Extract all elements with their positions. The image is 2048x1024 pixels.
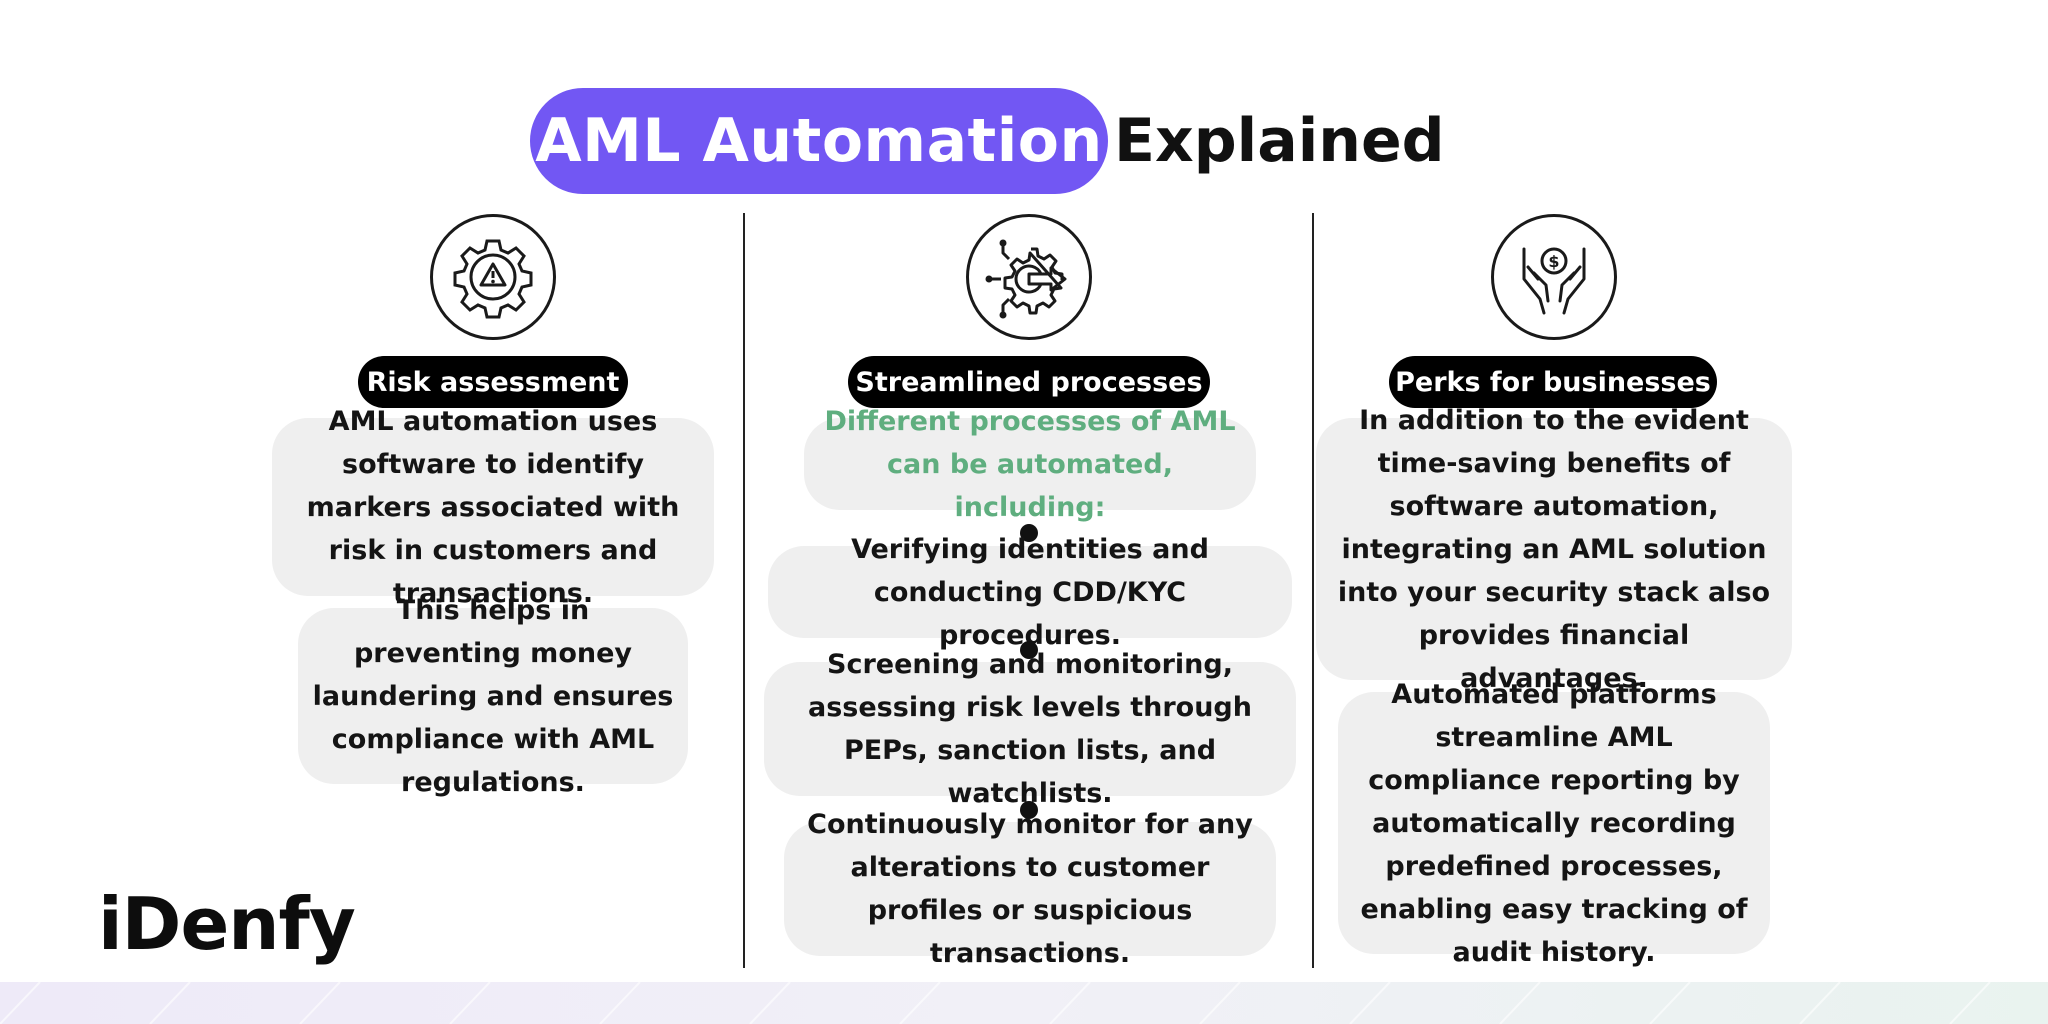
bullet-text: Continuously monitor for any alterations…	[807, 809, 1253, 969]
bullet-item: Screening and monitoring, assessing risk…	[764, 649, 1296, 809]
bullet-item: Verifying identities and conducting CDD/…	[768, 534, 1292, 651]
decorative-footer-band	[0, 982, 2048, 1024]
column-divider	[1312, 213, 1314, 968]
text-block: AML automation uses software to identify…	[272, 406, 714, 609]
label-risk-assessment: Risk assessment	[358, 356, 628, 408]
bullet-dot	[1020, 641, 1038, 659]
intro-text-content: Different processes of AML can be automa…	[824, 405, 1236, 523]
text-block: This helps in preventing money launderin…	[298, 595, 688, 798]
text-block-content: AML automation uses software to identify…	[306, 405, 680, 609]
text-block-content: Automated platforms streamline AML compl…	[1360, 678, 1748, 968]
text-block: In addition to the evident time-saving b…	[1316, 405, 1792, 694]
title-rest: Explained	[1114, 106, 1445, 176]
idenfy-logo: iDenfy	[98, 882, 356, 966]
bullet-dot	[1020, 801, 1038, 819]
column-divider	[743, 213, 745, 968]
svg-text:$: $	[1548, 252, 1559, 271]
title-highlight: AML Automation	[530, 88, 1108, 194]
label-streamlined-processes: Streamlined processes	[848, 356, 1210, 408]
gear-arrow-circuit-icon	[966, 214, 1092, 340]
text-block-content: This helps in preventing money launderin…	[312, 594, 674, 798]
title-row: AML Automation Explained	[0, 88, 2048, 194]
bullet-text: Verifying identities and conducting CDD/…	[851, 533, 1209, 651]
bullet-item: Continuously monitor for any alterations…	[784, 809, 1276, 969]
intro-text: Different processes of AML can be automa…	[804, 406, 1256, 523]
hands-dollar-icon: $	[1491, 214, 1617, 340]
text-block: Automated platforms streamline AML compl…	[1338, 679, 1770, 968]
gear-warning-icon	[430, 214, 556, 340]
bullet-text: Screening and monitoring, assessing risk…	[808, 649, 1252, 809]
bullet-dot	[1020, 524, 1038, 542]
label-perks-for-businesses: Perks for businesses	[1389, 356, 1717, 408]
text-block-content: In addition to the evident time-saving b…	[1337, 404, 1771, 694]
